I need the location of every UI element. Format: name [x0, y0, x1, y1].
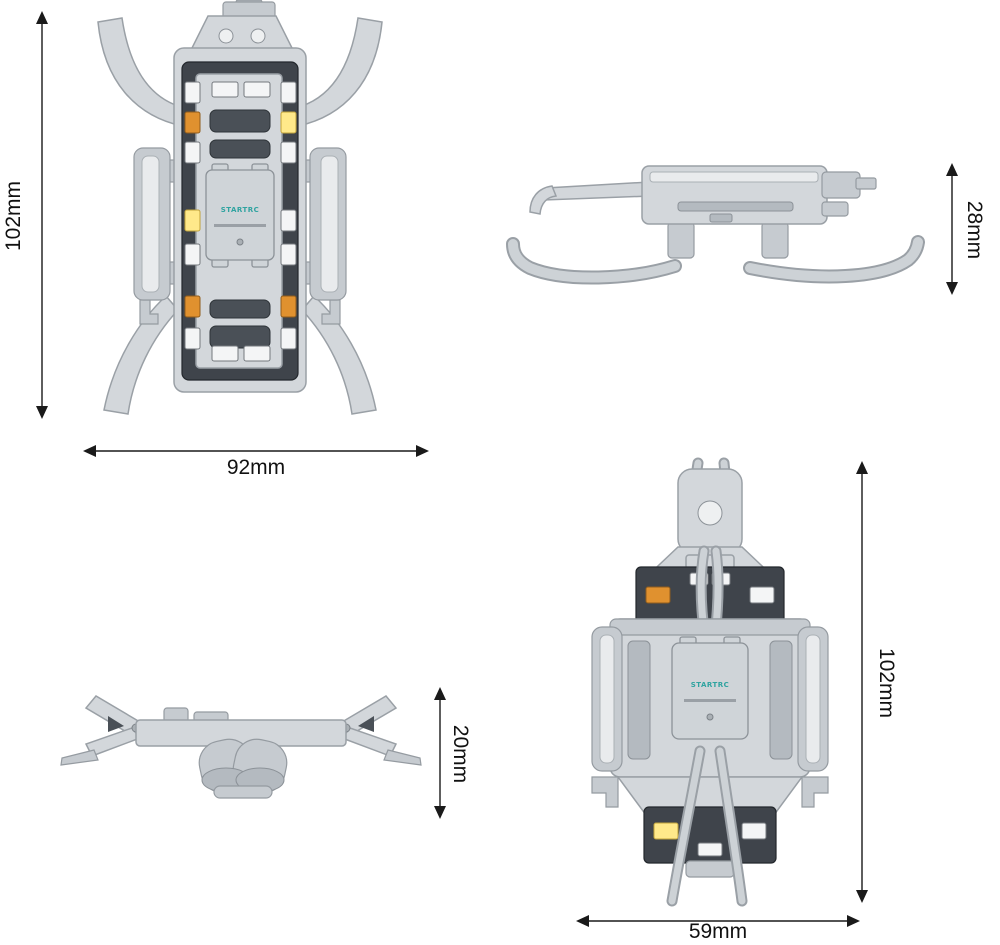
left-clamp-arms	[60, 695, 142, 766]
rear-height-label: 102mm	[875, 647, 898, 719]
top-mount-tab	[188, 0, 296, 53]
upper-led-panel	[635, 546, 785, 626]
center-module-rear: STARTRC	[671, 636, 749, 740]
front-view: STARTRC	[97, 0, 383, 415]
main-bar	[135, 707, 347, 747]
profile-height-label: 20mm	[449, 724, 472, 784]
led-array	[184, 81, 297, 362]
rear-width-label: 59mm	[688, 920, 748, 943]
profile-height-arrow	[434, 687, 446, 819]
profile-view	[60, 695, 422, 799]
right-clamp-arms	[340, 695, 422, 766]
bottom-prongs	[666, 745, 748, 907]
front-arm	[529, 181, 651, 215]
front-height-arrow	[36, 11, 48, 419]
main-body	[641, 165, 877, 225]
brand-label: STARTRC	[221, 206, 260, 214]
neck	[677, 468, 743, 554]
rear-height-arrow	[856, 461, 868, 903]
front-width-arrow	[83, 445, 429, 457]
lower-shoulders	[591, 776, 829, 816]
rear-width-arrow	[576, 915, 860, 927]
brand-label-rear: STARTRC	[691, 681, 730, 689]
front-width-label: 92mm	[226, 456, 286, 479]
support-legs	[667, 221, 789, 259]
landing-skids	[506, 235, 925, 285]
side-view	[506, 165, 925, 285]
rear-view: STARTRC	[591, 457, 829, 907]
front-height-label: 102mm	[2, 180, 25, 252]
side-hooks	[139, 299, 341, 325]
side-height-arrow	[946, 163, 958, 295]
lower-led-panel	[643, 806, 777, 878]
center-feet	[198, 738, 288, 799]
center-module: STARTRC	[205, 163, 275, 268]
side-height-label: 28mm	[963, 200, 986, 260]
